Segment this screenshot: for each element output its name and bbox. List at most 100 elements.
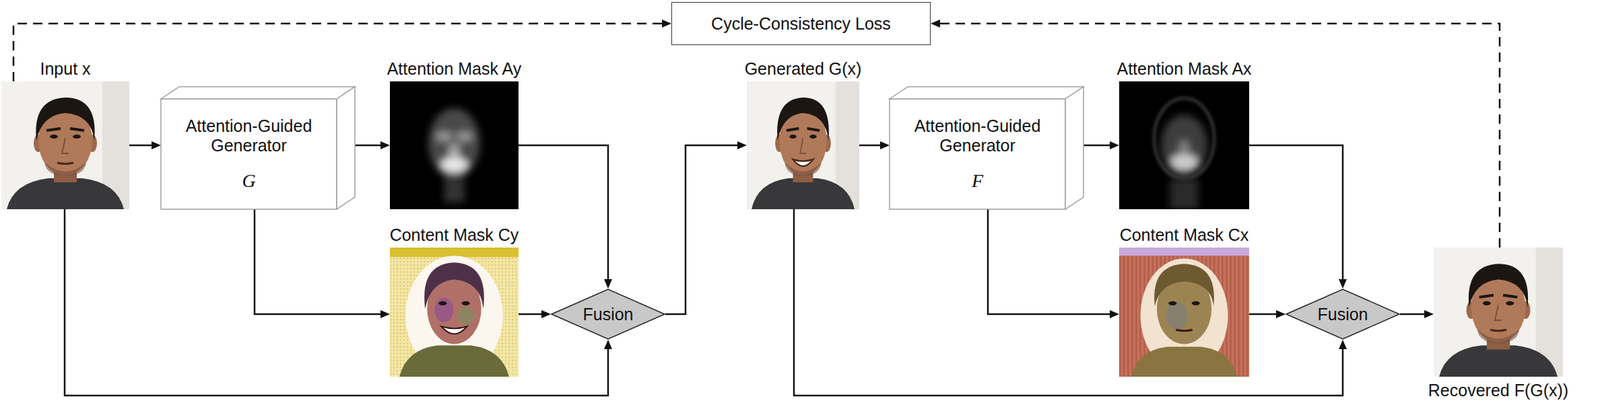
connector-line [354, 144, 382, 147]
connector [1249, 145, 1347, 289]
image-panel: Recovered F(G(x)) [1433, 247, 1563, 378]
fusion-diamond: Fusion [1285, 288, 1400, 341]
attention-mask-image [389, 81, 519, 210]
image-panel: Input x [1, 81, 130, 210]
connector [64, 209, 613, 396]
arrow-head [880, 141, 890, 150]
connector [859, 141, 890, 150]
arrow-head [1109, 310, 1120, 319]
arrow-head [604, 279, 613, 289]
connector [1083, 141, 1120, 150]
connector-line [1083, 144, 1111, 147]
connector-line [518, 145, 609, 281]
box-text: Cycle-Consistency Loss [672, 2, 930, 45]
image-label: Content Mask Cx [1119, 225, 1250, 246]
image-panel: Content Mask Cx [1119, 247, 1250, 378]
label-wrap: Attention Mask Ay [387, 59, 522, 79]
connector-line [254, 209, 382, 315]
image-label: Attention Mask Ay [387, 59, 522, 79]
arrow-head [1338, 279, 1347, 289]
connector-line [1249, 313, 1277, 316]
connector [987, 209, 1120, 319]
dashed-connector [13, 19, 672, 82]
arrow-head [1338, 340, 1347, 350]
connector-line [1400, 313, 1425, 316]
attention-mask-image [1119, 81, 1250, 210]
connector-line [518, 313, 543, 316]
connector [354, 141, 390, 150]
connector-line [665, 145, 739, 315]
generator-label: Attention-Guided Generator [900, 116, 1056, 156]
arrow-head [1109, 141, 1120, 150]
generator-label: Attention-Guided Generator [171, 116, 327, 156]
arrow-head [380, 141, 390, 150]
generator-box: Attention-Guided GeneratorF [889, 86, 1084, 210]
connector [665, 141, 747, 315]
image-panel: Attention Mask Ay [389, 81, 519, 210]
generator-text: Attention-Guided GeneratorF [889, 98, 1066, 210]
connector [793, 209, 1347, 396]
image-label: Attention Mask Ax [1116, 59, 1252, 79]
diamond-shape [1286, 289, 1400, 340]
image-panel: Attention Mask Ax [1119, 81, 1250, 210]
arrow-head [661, 19, 672, 28]
box-face [336, 86, 355, 210]
fusion-diamond: Fusion [550, 288, 666, 341]
fusion-text: Fusion [1285, 288, 1400, 341]
label-wrap: Content Mask Cy [389, 225, 520, 246]
image-label: Content Mask Cy [389, 225, 520, 246]
label-wrap: Input x [39, 59, 91, 79]
box-label: Cycle-Consistency Loss [711, 14, 891, 34]
connector-line [1249, 145, 1343, 281]
box-face [889, 86, 1084, 99]
connector [518, 310, 551, 319]
connector [518, 145, 613, 289]
fusion-label: Fusion [582, 305, 633, 325]
fusion-label: Fusion [1317, 305, 1368, 325]
connector [1400, 310, 1434, 319]
label-wrap: Generated G(x) [744, 59, 862, 79]
image-label: Generated G(x) [744, 59, 862, 79]
arrow-head [1424, 310, 1434, 319]
arrow-head [541, 310, 551, 319]
connector-line [129, 144, 153, 147]
arrow-head [380, 310, 390, 319]
recovered-photo [1433, 247, 1563, 378]
connector-line [793, 209, 1343, 396]
connector-line [987, 209, 1111, 315]
fusion-text: Fusion [550, 288, 666, 341]
generator-box: Attention-Guided GeneratorG [160, 86, 355, 210]
image-label: Input x [39, 59, 91, 79]
image-label: Recovered F(G(x)) [1428, 381, 1569, 401]
arrow-head [737, 141, 747, 150]
generator-label: G [241, 170, 256, 192]
connector-line [64, 209, 609, 396]
image-panel: Generated G(x) [746, 81, 860, 210]
input-photo [1, 81, 130, 210]
diamond-shape [551, 289, 665, 340]
connector [1249, 310, 1286, 319]
arrow-head [930, 19, 941, 28]
connector [254, 209, 390, 319]
connector-line [859, 144, 881, 147]
label-wrap: Recovered F(G(x)) [1428, 381, 1569, 401]
box-face [889, 98, 1066, 210]
generator-text: Attention-Guided GeneratorG [160, 98, 337, 210]
image-panel: Content Mask Cy [389, 247, 519, 378]
generator-label: F [971, 170, 984, 192]
arrow-head [151, 141, 161, 150]
box-face [1065, 86, 1084, 210]
label-wrap: Content Mask Cx [1119, 225, 1250, 246]
box-face [160, 86, 355, 99]
label-wrap: Attention Mask Ax [1116, 59, 1252, 79]
connector [129, 141, 161, 150]
arrow-head [1276, 310, 1286, 319]
content-mask-image [1119, 247, 1250, 378]
loss-box: Cycle-Consistency Loss [671, 2, 931, 46]
content-mask-image [389, 247, 519, 378]
generated-photo [746, 81, 860, 210]
connector-line [13, 23, 663, 82]
arrow-head [604, 340, 613, 350]
box-face [160, 98, 337, 210]
